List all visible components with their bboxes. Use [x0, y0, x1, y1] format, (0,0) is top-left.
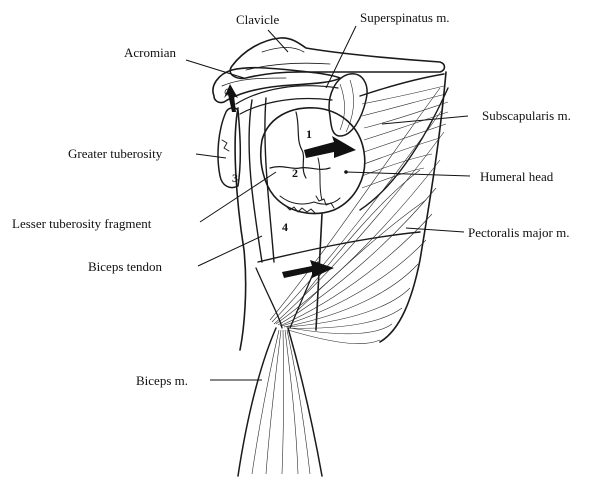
label-clavicle: Clavicle — [236, 12, 280, 27]
supraspinatus-muscle — [329, 74, 367, 136]
label-lesser-tuberosity-fragment: Lesser tuberosity fragment — [12, 216, 152, 231]
clavicle-bone — [230, 38, 444, 78]
label-subscapularis: Subscapularis m. — [482, 108, 571, 123]
anatomy-illustration — [213, 38, 448, 476]
number-3: 3 — [232, 171, 238, 185]
label-greater-tuberosity: Greater tuberosity — [68, 146, 163, 161]
leader-lines — [186, 26, 470, 380]
label-humeral-head: Humeral head — [480, 169, 554, 184]
label-acromian: Acromian — [124, 45, 176, 60]
number-1: 1 — [306, 127, 312, 141]
humeral-head-bone — [261, 108, 365, 214]
biceps-tendon-structure — [249, 100, 262, 262]
number-2: 2 — [292, 166, 298, 180]
biceps-muscle — [238, 328, 322, 476]
label-superspinatus: Superspinatus m. — [360, 10, 450, 25]
label-biceps-tendon: Biceps tendon — [88, 259, 163, 274]
label-biceps-m: Biceps m. — [136, 373, 188, 388]
label-pectoralis-major: Pectoralis major m. — [468, 225, 569, 240]
number-4: 4 — [282, 220, 288, 234]
